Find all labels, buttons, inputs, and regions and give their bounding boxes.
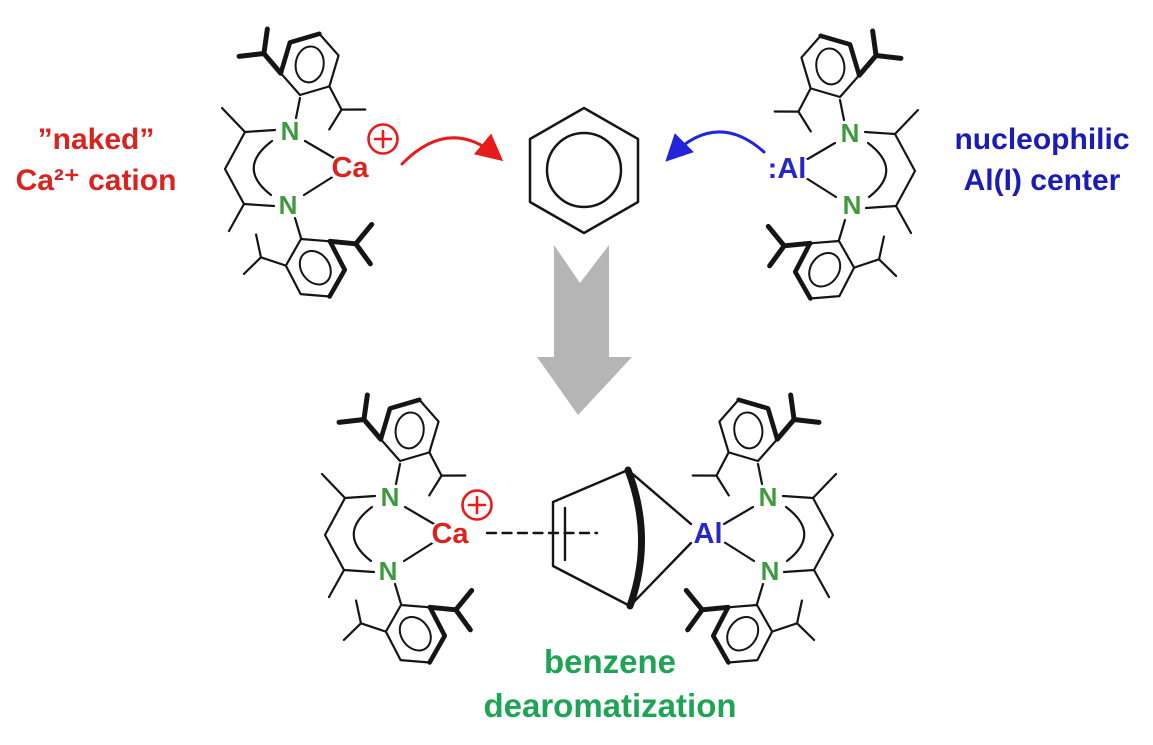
al-lone-pair-label: :Al xyxy=(768,153,807,185)
plus-charge-icon xyxy=(367,123,399,155)
caption-line: nucleophilic xyxy=(954,123,1130,156)
atom-labels: N N Ca N N :Al N N Ca N N Al xyxy=(279,116,862,586)
caption-line: benzene xyxy=(543,643,677,680)
n-label: N xyxy=(379,556,398,586)
caption-line: Al(I) center xyxy=(963,163,1121,197)
n-label: N xyxy=(761,556,780,586)
n-label: N xyxy=(843,190,862,220)
bent-benzene-bridge xyxy=(551,466,693,610)
benzene-dearomatization-caption: benzene dearomatization xyxy=(450,640,770,727)
structures xyxy=(222,9,918,689)
benzene-ring xyxy=(528,106,640,235)
nucleophilic-al-caption: nucleophilic Al(I) center xyxy=(931,120,1153,202)
n-label: N xyxy=(759,482,778,512)
caption-line: Ca²⁺ cation xyxy=(15,163,177,197)
benzene-molecule xyxy=(528,106,640,235)
caption-line: ”naked” xyxy=(37,123,155,156)
atom-halos xyxy=(276,119,864,583)
ca-label: Ca xyxy=(331,152,369,184)
fold-wedge xyxy=(624,466,645,610)
naked-cation-caption: ”naked” Ca²⁺ cation xyxy=(4,120,188,202)
al-carbon-bonds xyxy=(626,468,693,608)
n-label: N xyxy=(279,190,298,220)
blue-curved-arrow xyxy=(665,130,766,162)
red-curved-arrow xyxy=(400,133,504,166)
n-label: N xyxy=(281,116,300,146)
caption-line: dearomatization xyxy=(483,686,737,724)
al-label: Al xyxy=(694,518,723,550)
n-label: N xyxy=(841,118,860,148)
aromatic-circle xyxy=(545,131,623,209)
n-label: N xyxy=(381,482,400,512)
plus-charge-icon xyxy=(461,489,493,521)
ca-label: Ca xyxy=(431,518,469,550)
down-block-arrow xyxy=(537,245,632,415)
